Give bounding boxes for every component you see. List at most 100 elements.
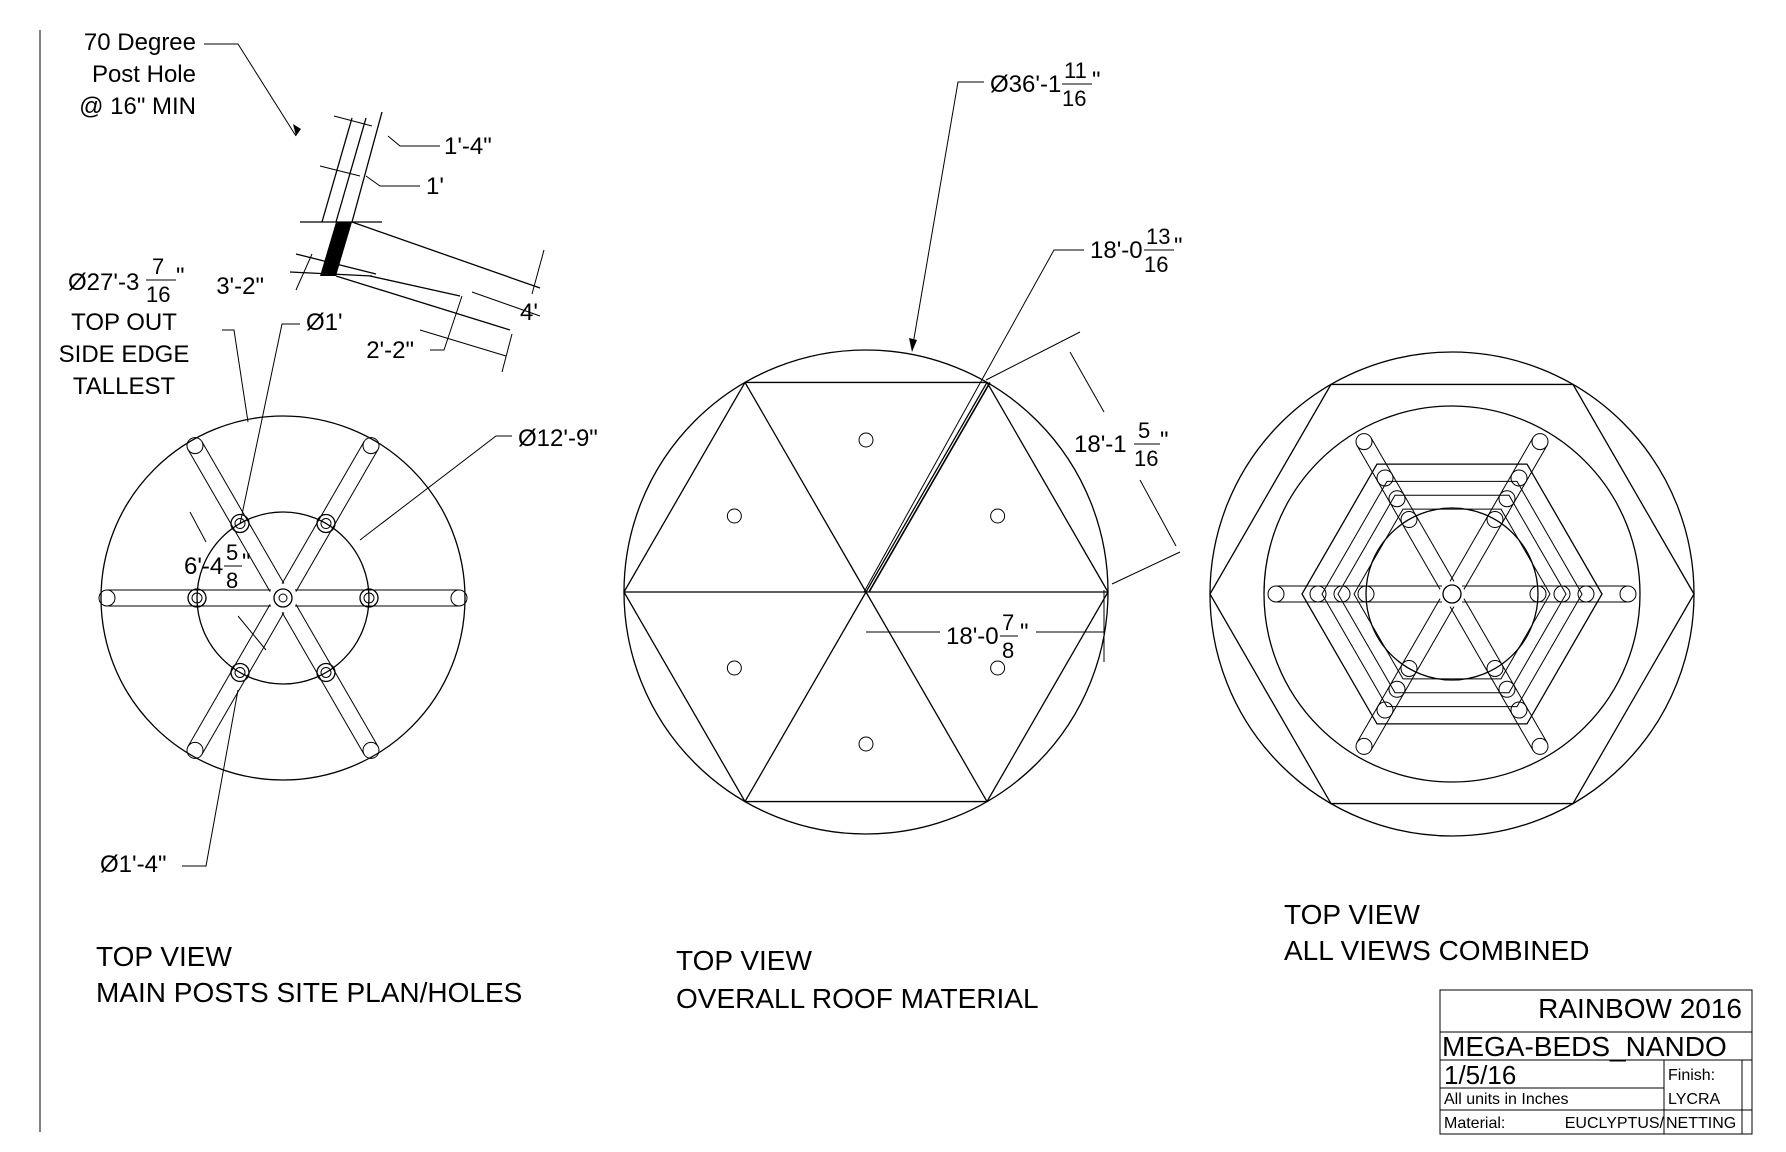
dim-18-1-5-den: 16: [1134, 446, 1158, 471]
roof-marker-2: [726, 508, 742, 524]
combined-hole-4-2: [1376, 701, 1394, 719]
combined-hole-4-0: [1400, 659, 1418, 677]
combined-inner-circle: [1365, 507, 1539, 681]
title-project: RAINBOW 2016: [1538, 993, 1742, 1024]
dim-post-outer: 1'-4": [444, 133, 492, 160]
combined-hole-0-0: [1529, 585, 1547, 603]
combined-hole-2-0: [1400, 511, 1418, 529]
site-plan-caption-line-2: MAIN POSTS SITE PLAN/HOLES: [96, 977, 522, 1008]
combined-post-edge-a-5: [1449, 606, 1534, 751]
combined-hole-3-2: [1309, 585, 1327, 603]
site-post-hole-1: [316, 513, 336, 534]
combined-mid-hexagon: [1301, 463, 1603, 725]
top-out-line-2: SIDE EDGE: [59, 341, 190, 368]
combined-post-edge-b-4: [1370, 606, 1455, 751]
combined-caption-line-2: ALL VIEWS COMBINED: [1284, 935, 1589, 966]
site-post-end-5: [362, 741, 380, 759]
dim-18-1-5-tail: ": [1160, 427, 1169, 454]
title-material-label: Material:: [1444, 1115, 1505, 1132]
roof-marker-5: [990, 660, 1006, 676]
roof-marker-0: [990, 508, 1006, 524]
dim-2-2: 2'-2": [366, 337, 414, 364]
roof-marker-1: [858, 432, 874, 448]
combined-hole-2-1: [1388, 490, 1406, 508]
top-out-line-3: TALLEST: [73, 373, 176, 400]
roof-caption-line-2: OVERALL ROOF MATERIAL: [676, 983, 1039, 1014]
site-post-core-3: [191, 592, 203, 604]
site-post-edge-b-5: [295, 604, 379, 747]
combined-geometry: [1209, 351, 1695, 837]
site-post-edge-a-1: [295, 449, 379, 592]
combined-mid-circle: [1263, 405, 1641, 783]
roof-marker-4: [858, 736, 874, 752]
combined-post-edge-b-1: [1449, 437, 1534, 582]
dia-top-out-tail: ": [176, 263, 185, 290]
dia-top-out-den: 16: [146, 282, 170, 307]
combined-caption-line-1: TOP VIEW: [1284, 899, 1420, 930]
combined-hole-3-0: [1357, 585, 1375, 603]
title-date: 1/5/16: [1444, 1060, 1516, 1090]
dim-6-4-den: 8: [226, 568, 238, 593]
site-post-edge-b-4: [201, 612, 285, 755]
title-material-value-2: NETTING: [1666, 1115, 1736, 1132]
site-post-edge-a-5: [281, 612, 365, 755]
site-post-core-5: [320, 666, 332, 678]
site-post-core-2: [234, 518, 246, 530]
title-material-value-1: EUCLYPTUS/: [1565, 1115, 1665, 1132]
combined-hole-1-1: [1498, 490, 1516, 508]
post-hole-leader: [204, 43, 297, 137]
dim-18-0-13: 18'-0: [1090, 237, 1143, 264]
site-outer-circle: [100, 415, 466, 781]
dia-top-out: Ø27'-3: [68, 269, 139, 296]
combined-hole-5-2: [1510, 701, 1528, 719]
combined-post-end-0: [1619, 585, 1637, 603]
post-hole-note-line-2: Post Hole: [92, 61, 196, 88]
combined-post-edge-b-5: [1463, 598, 1548, 743]
combined-inner-hexagon-c: [1353, 508, 1551, 680]
combined-post-edge-a-4: [1356, 598, 1441, 743]
site-post-edge-b-2: [187, 449, 271, 592]
site-post-edge-b-1: [281, 441, 365, 584]
post-hole-hatch: [320, 222, 352, 276]
title-finish-value: LYCRA: [1668, 1091, 1720, 1108]
dia-1: Ø1': [306, 309, 343, 336]
combined-hole-0-1: [1553, 585, 1571, 603]
combined-inner-hexagon-a: [1321, 480, 1583, 708]
combined-post-end-4: [1355, 737, 1373, 755]
site-post-hole-3: [187, 588, 207, 608]
combined-center-hole: [1442, 584, 1462, 604]
roof-marker-3: [726, 660, 742, 676]
post-hole-note-line-3: @ 16" MIN: [79, 93, 196, 120]
combined-view: TOP VIEW ALL VIEWS COMBINED: [1209, 351, 1695, 966]
dim-18-0-7: 18'-0: [946, 623, 999, 650]
site-post-end-2: [186, 437, 204, 455]
dim-18-0-7-den: 8: [1002, 638, 1014, 663]
site-plan-caption-line-1: TOP VIEW: [96, 941, 232, 972]
dia-12-9: Ø12'-9": [518, 425, 598, 452]
site-post-end-3: [98, 589, 116, 607]
site-plan-view: Ø27'-3 7 16 " TOP OUT SIDE EDGE TALLEST …: [59, 254, 598, 1008]
dim-18-0-7-num: 7: [1002, 610, 1014, 635]
roof-caption-line-1: TOP VIEW: [676, 945, 812, 976]
combined-hole-3-1: [1333, 585, 1351, 603]
dia-36: Ø36'-1: [990, 71, 1061, 98]
site-post-end-0: [450, 589, 468, 607]
dim-height: 4': [520, 299, 538, 326]
site-post-hole-2: [230, 513, 250, 534]
post-hole-detail: 70 Degree Post Hole @ 16" MIN 1'-4" 1' 3…: [79, 29, 545, 373]
combined-post-edge-a-2: [1370, 437, 1455, 582]
dim-18-0-7-tail: ": [1020, 619, 1029, 646]
dim-6-4-num: 5: [226, 540, 238, 565]
combined-post-end-5: [1531, 737, 1549, 755]
combined-hole-0-2: [1577, 585, 1595, 603]
roof-radial-4: [744, 591, 867, 802]
roof-radial-5: [865, 591, 988, 802]
dim-18-0-13-num: 13: [1146, 224, 1170, 249]
dia-1-4: Ø1'-4": [100, 851, 166, 878]
roof-view: Ø36'-1 11 16 " 18'-0 13 16 " 18'-1 5 16 …: [623, 58, 1183, 1014]
site-post-end-4: [186, 741, 204, 759]
site-post-edge-a-2: [201, 441, 285, 584]
dim-18-1-5-num: 5: [1138, 418, 1150, 443]
post-hole-note-line-1: 70 Degree: [84, 29, 196, 56]
roof-radial-1: [865, 382, 988, 593]
